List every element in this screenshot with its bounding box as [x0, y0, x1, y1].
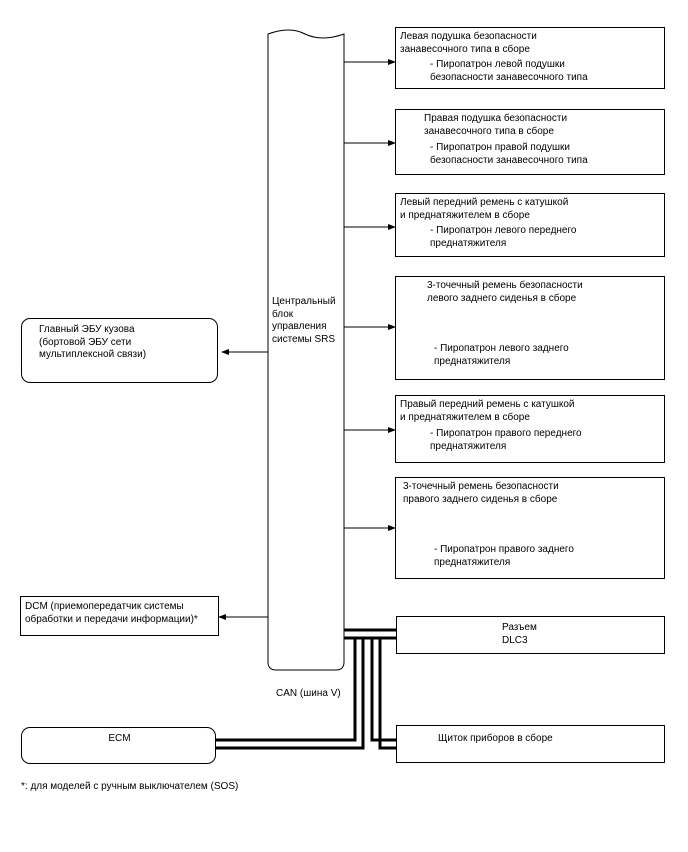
meter-box: Щиток приборов в сборе — [396, 725, 665, 763]
footnote: *: для моделей с ручным выключателем (SO… — [21, 781, 239, 792]
component-title: Правый передний ремень с катушкой и пред… — [400, 399, 575, 423]
ecm-box: ECM — [21, 727, 216, 764]
dcm-box: DCM (приемопередатчик системы обработки … — [20, 596, 219, 636]
main-body-ecu-label: Главный ЭБУ кузова (бортовой ЭБУ сети му… — [39, 324, 147, 360]
dlc3-box: Разъем DLC3 — [396, 616, 665, 654]
component-sub: - Пиропатрон правого заднего преднатяжит… — [434, 544, 574, 568]
curtain-airbag-left-box: Левая подушка безопасности занавесочного… — [395, 27, 665, 89]
curtain-airbag-right-box: Правая подушка безопасности занавесочног… — [395, 109, 665, 175]
dcm-label: DCM (приемопередатчик системы обработки … — [25, 601, 198, 625]
main-body-ecu-box: Главный ЭБУ кузова (бортовой ЭБУ сети му… — [21, 318, 218, 383]
can-bus-lines — [216, 628, 396, 750]
front-left-belt-box: Левый передний ремень с катушкой и предн… — [395, 193, 665, 257]
can-bus-label: CAN (шина V) — [276, 688, 341, 699]
srs-unit-label: Центральный блок управления системы SRS — [272, 296, 336, 345]
dlc3-label: Разъем DLC3 — [502, 622, 537, 646]
component-sub: - Пиропатрон левого переднего преднатяжи… — [430, 225, 577, 249]
component-title: 3-точечный ремень безопасности левого за… — [427, 280, 583, 304]
component-title: Правая подушка безопасности занавесочног… — [424, 113, 568, 137]
front-right-belt-box: Правый передний ремень с катушкой и пред… — [395, 395, 665, 463]
rear-left-belt-box: 3-точечный ремень безопасности левого за… — [395, 276, 665, 380]
component-title: Левый передний ремень с катушкой и предн… — [400, 197, 569, 221]
component-title: 3-точечный ремень безопасности правого з… — [403, 481, 559, 505]
ecm-label: ECM — [108, 733, 131, 744]
component-sub: - Пиропатрон левой подушки безопасности … — [430, 59, 588, 83]
component-sub: - Пиропатрон правой подушки безопасности… — [430, 142, 588, 166]
component-sub: - Пиропатрон правого переднего преднатяж… — [430, 428, 582, 452]
component-title: Левая подушка безопасности занавесочного… — [400, 31, 537, 55]
rear-right-belt-box: 3-точечный ремень безопасности правого з… — [395, 477, 665, 579]
meter-label: Щиток приборов в сборе — [438, 733, 553, 744]
component-sub: - Пиропатрон левого заднего преднатяжите… — [434, 343, 569, 367]
